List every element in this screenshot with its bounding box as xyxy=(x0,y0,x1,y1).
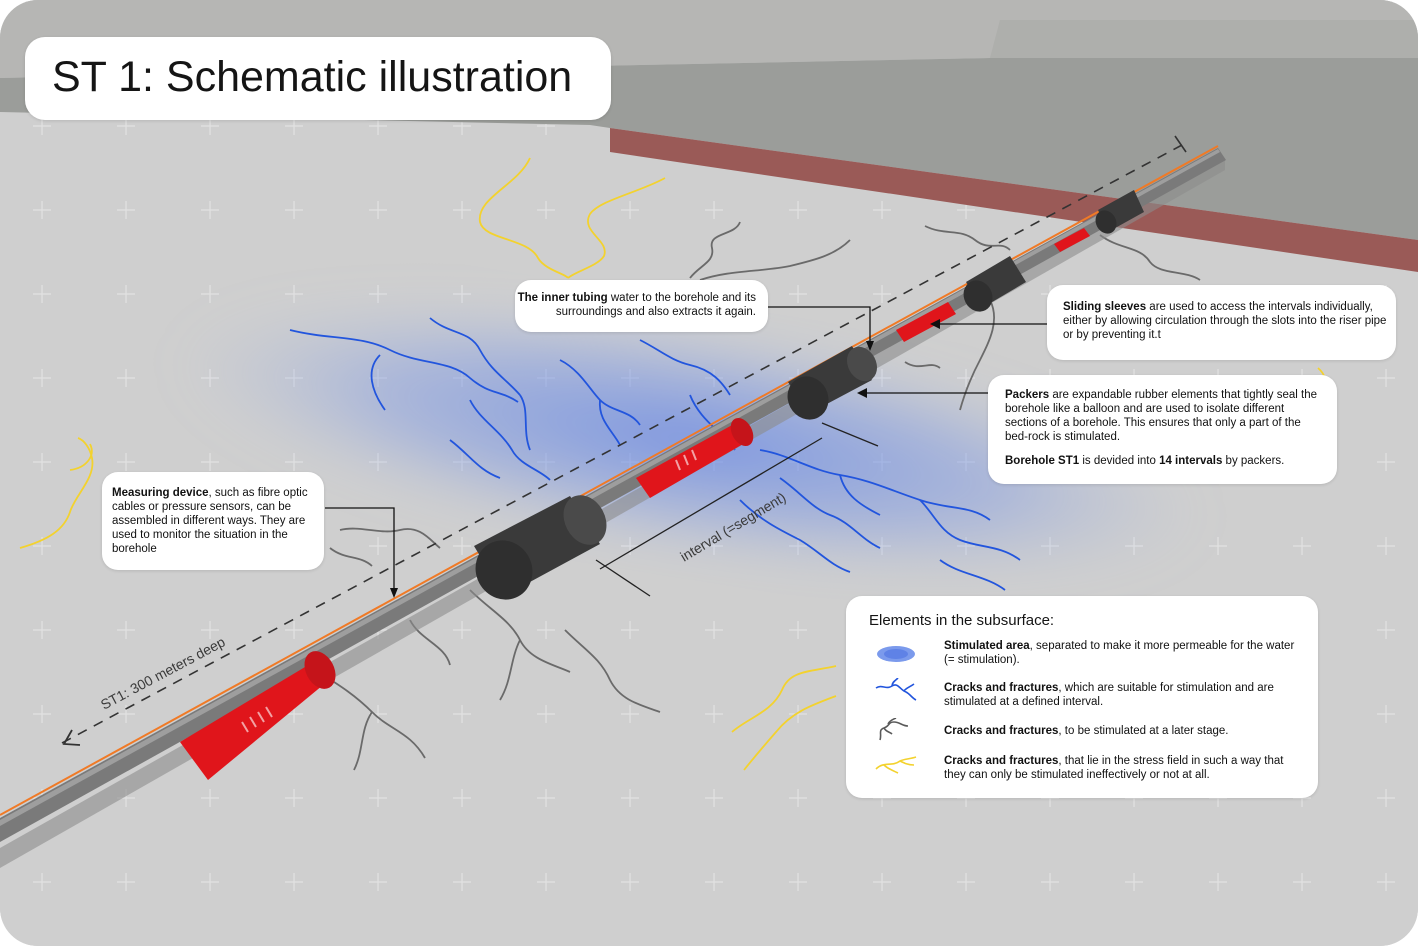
packer-1 xyxy=(475,540,533,600)
measuring-device-text: , such as fibre optic cables or pressure… xyxy=(112,487,308,555)
packer-2 xyxy=(787,376,829,420)
pointer-heads xyxy=(390,319,940,598)
sliding-sleeves-term: Sliding sleeves xyxy=(1063,301,1147,313)
packers xyxy=(474,190,1144,600)
legend-title: Elements in the subsurface: xyxy=(869,612,1055,629)
legend-item-stimulated: Stimulated area, separated to make it mo… xyxy=(944,640,1295,666)
legend-item-yellow-cracks: Cracks and fractures, that lie in the st… xyxy=(944,755,1284,781)
callout-pointers xyxy=(325,306,1047,592)
inner-tubing-callout: The inner tubing water to the borehole a… xyxy=(515,280,768,332)
sliding-sleeves xyxy=(180,228,1090,780)
surface-red-band xyxy=(610,128,1418,272)
packer-3 xyxy=(963,280,993,312)
borehole-note-mid: is devided into xyxy=(1079,455,1160,467)
inner-tubing-text: water to the borehole and its surroundin… xyxy=(555,292,756,318)
borehole-intervals: 14 intervals xyxy=(1159,455,1223,467)
sliding-sleeves-callout: Sliding sleeves are used to access the i… xyxy=(1047,285,1396,360)
legend: Elements in the subsurface: Stimulated a… xyxy=(846,596,1318,798)
inner-tubing-term: The inner tubing xyxy=(517,292,608,304)
packers-callout: Packers are expandable rubber elements t… xyxy=(988,375,1337,484)
surface-dark-edge xyxy=(0,20,1418,78)
stimulated-area-icon xyxy=(877,646,915,662)
legend-item-grey-cracks: Cracks and fractures, to be stimulated a… xyxy=(944,725,1229,737)
grey-crack-icon xyxy=(879,718,909,741)
title-card: ST 1: Schematic illustration xyxy=(25,37,611,120)
sliding-sleeves-text: are used to access the intervals individ… xyxy=(1063,301,1387,341)
sleeve-3 xyxy=(896,302,956,342)
packer-4 xyxy=(1095,210,1117,234)
interval-dimension xyxy=(595,422,879,597)
yellow-cracks xyxy=(19,157,1327,771)
depth-dimension xyxy=(61,135,1187,746)
packers-term: Packers xyxy=(1005,389,1050,401)
packers-text: are expandable rubber elements that tigh… xyxy=(1005,389,1317,443)
fibre-optic-cable xyxy=(0,145,1219,816)
sleeve-1 xyxy=(180,664,334,780)
inner-tubing-highlight xyxy=(0,149,1220,826)
blue-crack-icon xyxy=(875,678,917,701)
legend-item-blue-cracks: Cracks and fractures, which are suitable… xyxy=(944,682,1274,708)
blue-cracks xyxy=(289,317,1021,591)
sleeve-2 xyxy=(636,424,750,498)
measuring-device-term: Measuring device xyxy=(112,487,209,499)
page-title: ST 1: Schematic illustration xyxy=(52,53,573,101)
borehole-note: Borehole ST1 is devided into 14 interval… xyxy=(1005,454,1325,468)
borehole-note-end: by packers. xyxy=(1222,455,1285,467)
yellow-crack-icon xyxy=(875,756,917,774)
measuring-device-callout: Measuring device, such as fibre optic ca… xyxy=(102,472,324,570)
borehole-name: Borehole ST1 xyxy=(1005,455,1080,467)
sleeve-4 xyxy=(1054,228,1090,252)
